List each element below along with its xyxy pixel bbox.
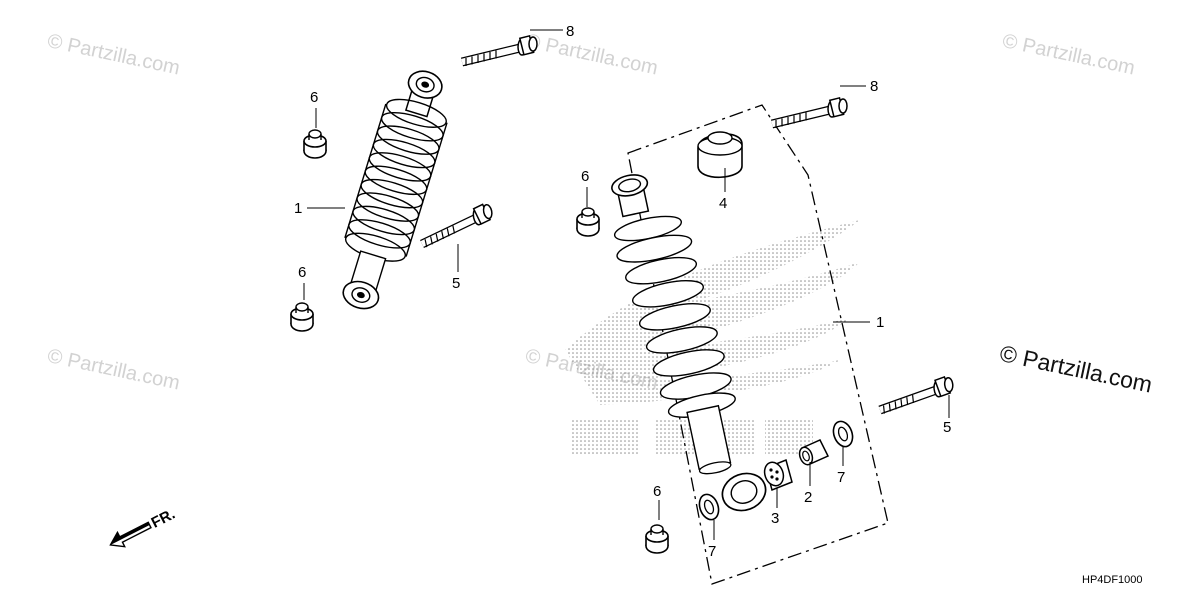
right-shock-absorber — [611, 174, 767, 512]
front-direction-arrow: FR. — [109, 506, 178, 548]
bearing-3 — [763, 458, 793, 492]
right-lower-bolt — [877, 376, 955, 414]
left-upper-bolt — [462, 36, 537, 66]
callout-3: 3 — [771, 510, 779, 527]
callout-6-right-upper: 6 — [581, 168, 589, 185]
leader-lines — [303, 29, 950, 540]
diagram-code: HP4DF1000 — [1082, 574, 1143, 586]
assembly-outline — [627, 104, 889, 585]
right-upper-bolt — [772, 98, 847, 128]
collar-7-left — [698, 493, 720, 521]
left-nut-bottom — [290, 302, 314, 332]
callout-1-right: 1 — [876, 314, 884, 331]
left-nut-top — [303, 129, 327, 159]
left-lower-bolt — [417, 203, 497, 248]
left-shock-absorber — [342, 70, 448, 310]
rubber-bushing — [697, 131, 743, 178]
callout-1-left: 1 — [294, 200, 302, 217]
callout-7-left: 7 — [708, 543, 716, 560]
right-nut-upper — [576, 207, 600, 237]
front-direction-label: FR. — [149, 506, 178, 532]
callout-5-right: 5 — [943, 419, 951, 436]
callout-7-right: 7 — [837, 469, 845, 486]
callout-8-left: 8 — [566, 23, 574, 40]
callout-6-left-top: 6 — [310, 89, 318, 106]
callout-5-left: 5 — [452, 275, 460, 292]
collar-7-right — [832, 420, 854, 448]
callout-6-left-bottom: 6 — [298, 264, 306, 281]
right-nut-lower — [645, 524, 669, 554]
callout-2: 2 — [804, 489, 812, 506]
collar-2 — [798, 439, 830, 466]
callout-4: 4 — [719, 195, 727, 212]
callout-6-right-lower: 6 — [653, 483, 661, 500]
callout-8-right: 8 — [870, 78, 878, 95]
